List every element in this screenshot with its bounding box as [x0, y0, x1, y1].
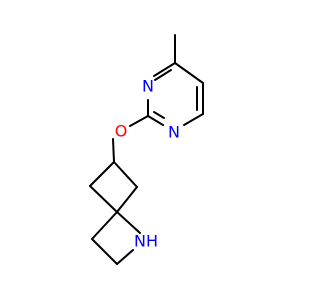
bond-c4-n3: [153, 62, 176, 77]
bond-o-ch: [112, 138, 115, 163]
bond-az-1: [116, 211, 141, 234]
bond-c4-n3-inner: [154, 69, 172, 81]
bond-cb-4: [89, 161, 115, 187]
bond-c2-o: [129, 115, 149, 127]
atom-n1: N: [168, 123, 180, 142]
bond-c2-n1-inner: [153, 111, 165, 119]
bond-az-2: [116, 249, 134, 265]
atom-oxygen: O: [115, 122, 128, 141]
bond-az-4: [91, 211, 118, 240]
bond-cb-3: [89, 185, 118, 213]
bond-cb-1: [113, 161, 138, 188]
bond-c2-n1: [147, 115, 164, 126]
atom-n3: N: [142, 77, 154, 96]
atom-nh: NH: [134, 232, 158, 251]
bond-cb-2: [116, 186, 138, 213]
bond-c5-c4: [174, 62, 204, 84]
bond-n1-c6: [183, 113, 204, 126]
molecule-diagram: N N O NH: [89, 34, 204, 265]
bond-az-3: [91, 238, 118, 265]
